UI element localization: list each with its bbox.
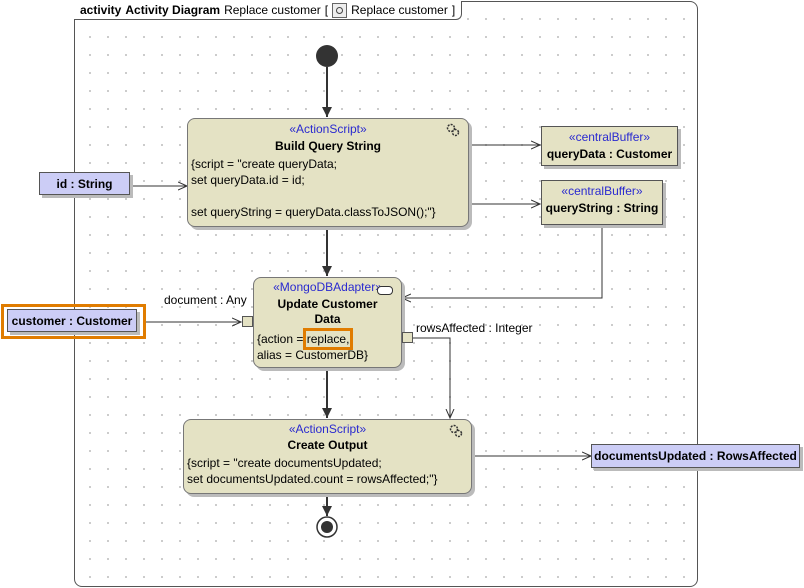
- frame-kind: activity: [80, 3, 122, 17]
- body-line2: alias = CustomerDB}: [257, 348, 369, 362]
- pin-label-document: document : Any: [164, 293, 247, 307]
- frame-name: Replace customer: [224, 3, 321, 17]
- central-buffer-querydata[interactable]: «centralBuffer» queryData : Customer: [541, 126, 678, 166]
- frame-bracket-close: ]: [451, 3, 456, 17]
- action-name: Create Output: [287, 438, 368, 452]
- gear-icon: [446, 123, 460, 137]
- diagram-icon: [332, 2, 348, 18]
- object-node-customer[interactable]: customer : Customer: [7, 309, 137, 332]
- stereotype-label: «centralBuffer»: [568, 130, 651, 144]
- gear-icon: [449, 424, 463, 438]
- object-node-id[interactable]: id : String: [39, 172, 130, 195]
- action-body: {action = replace, alias = CustomerDB}: [254, 328, 401, 363]
- object-name: id : String: [56, 176, 113, 191]
- adapter-icon: [377, 286, 393, 295]
- action-body: {script = "create documentsUpdated; set …: [187, 456, 438, 486]
- stereotype-label: «ActionScript»: [288, 422, 367, 436]
- action-build-query-string[interactable]: «ActionScript» Build Query String {scrip…: [187, 118, 469, 227]
- buffer-name: queryData : Customer: [546, 147, 673, 161]
- central-buffer-querystring[interactable]: «centralBuffer» queryString : String: [541, 180, 663, 225]
- customer-highlight-box: [1, 304, 146, 339]
- action-create-output[interactable]: «ActionScript» Create Output {script = "…: [183, 419, 472, 494]
- buffer-name: queryString : String: [545, 201, 659, 215]
- highlighted-action-value: replace,: [302, 328, 354, 350]
- stereotype-label: «MongoDBAdapter»: [273, 280, 382, 294]
- action-name: Build Query String: [274, 139, 381, 153]
- stereotype-label: «centralBuffer»: [561, 184, 643, 198]
- frame-diagram-type: Activity Diagram: [125, 3, 221, 17]
- action-body: {script = "create queryData; set queryDa…: [191, 157, 436, 219]
- stereotype-label: «ActionScript»: [289, 122, 367, 136]
- action-name-line2: Data: [314, 312, 341, 326]
- object-name: documentsUpdated : RowsAffected: [594, 449, 797, 463]
- input-pin-document[interactable]: [242, 316, 253, 327]
- frame-ref-name: Replace customer: [351, 3, 448, 17]
- initial-node: [316, 45, 338, 67]
- pin-label-rowsaffected: rowsAffected : Integer: [416, 321, 533, 335]
- object-name: customer : Customer: [11, 313, 133, 328]
- body-prefix: {action =: [257, 332, 307, 346]
- object-node-documents-updated[interactable]: documentsUpdated : RowsAffected: [591, 444, 800, 468]
- frame-header: activity Activity Diagram Replace custom…: [74, 1, 463, 20]
- final-node: [316, 516, 338, 538]
- action-update-customer-data[interactable]: «MongoDBAdapter» Update Customer Data {a…: [253, 277, 402, 368]
- edge-rowsaffected-to-output: [413, 337, 450, 418]
- output-pin-rowsaffected[interactable]: [402, 332, 413, 343]
- frame-bracket-open: [: [324, 3, 329, 17]
- action-name-line1: Update Customer: [277, 297, 378, 311]
- edge-querystring-to-update: [402, 225, 603, 298]
